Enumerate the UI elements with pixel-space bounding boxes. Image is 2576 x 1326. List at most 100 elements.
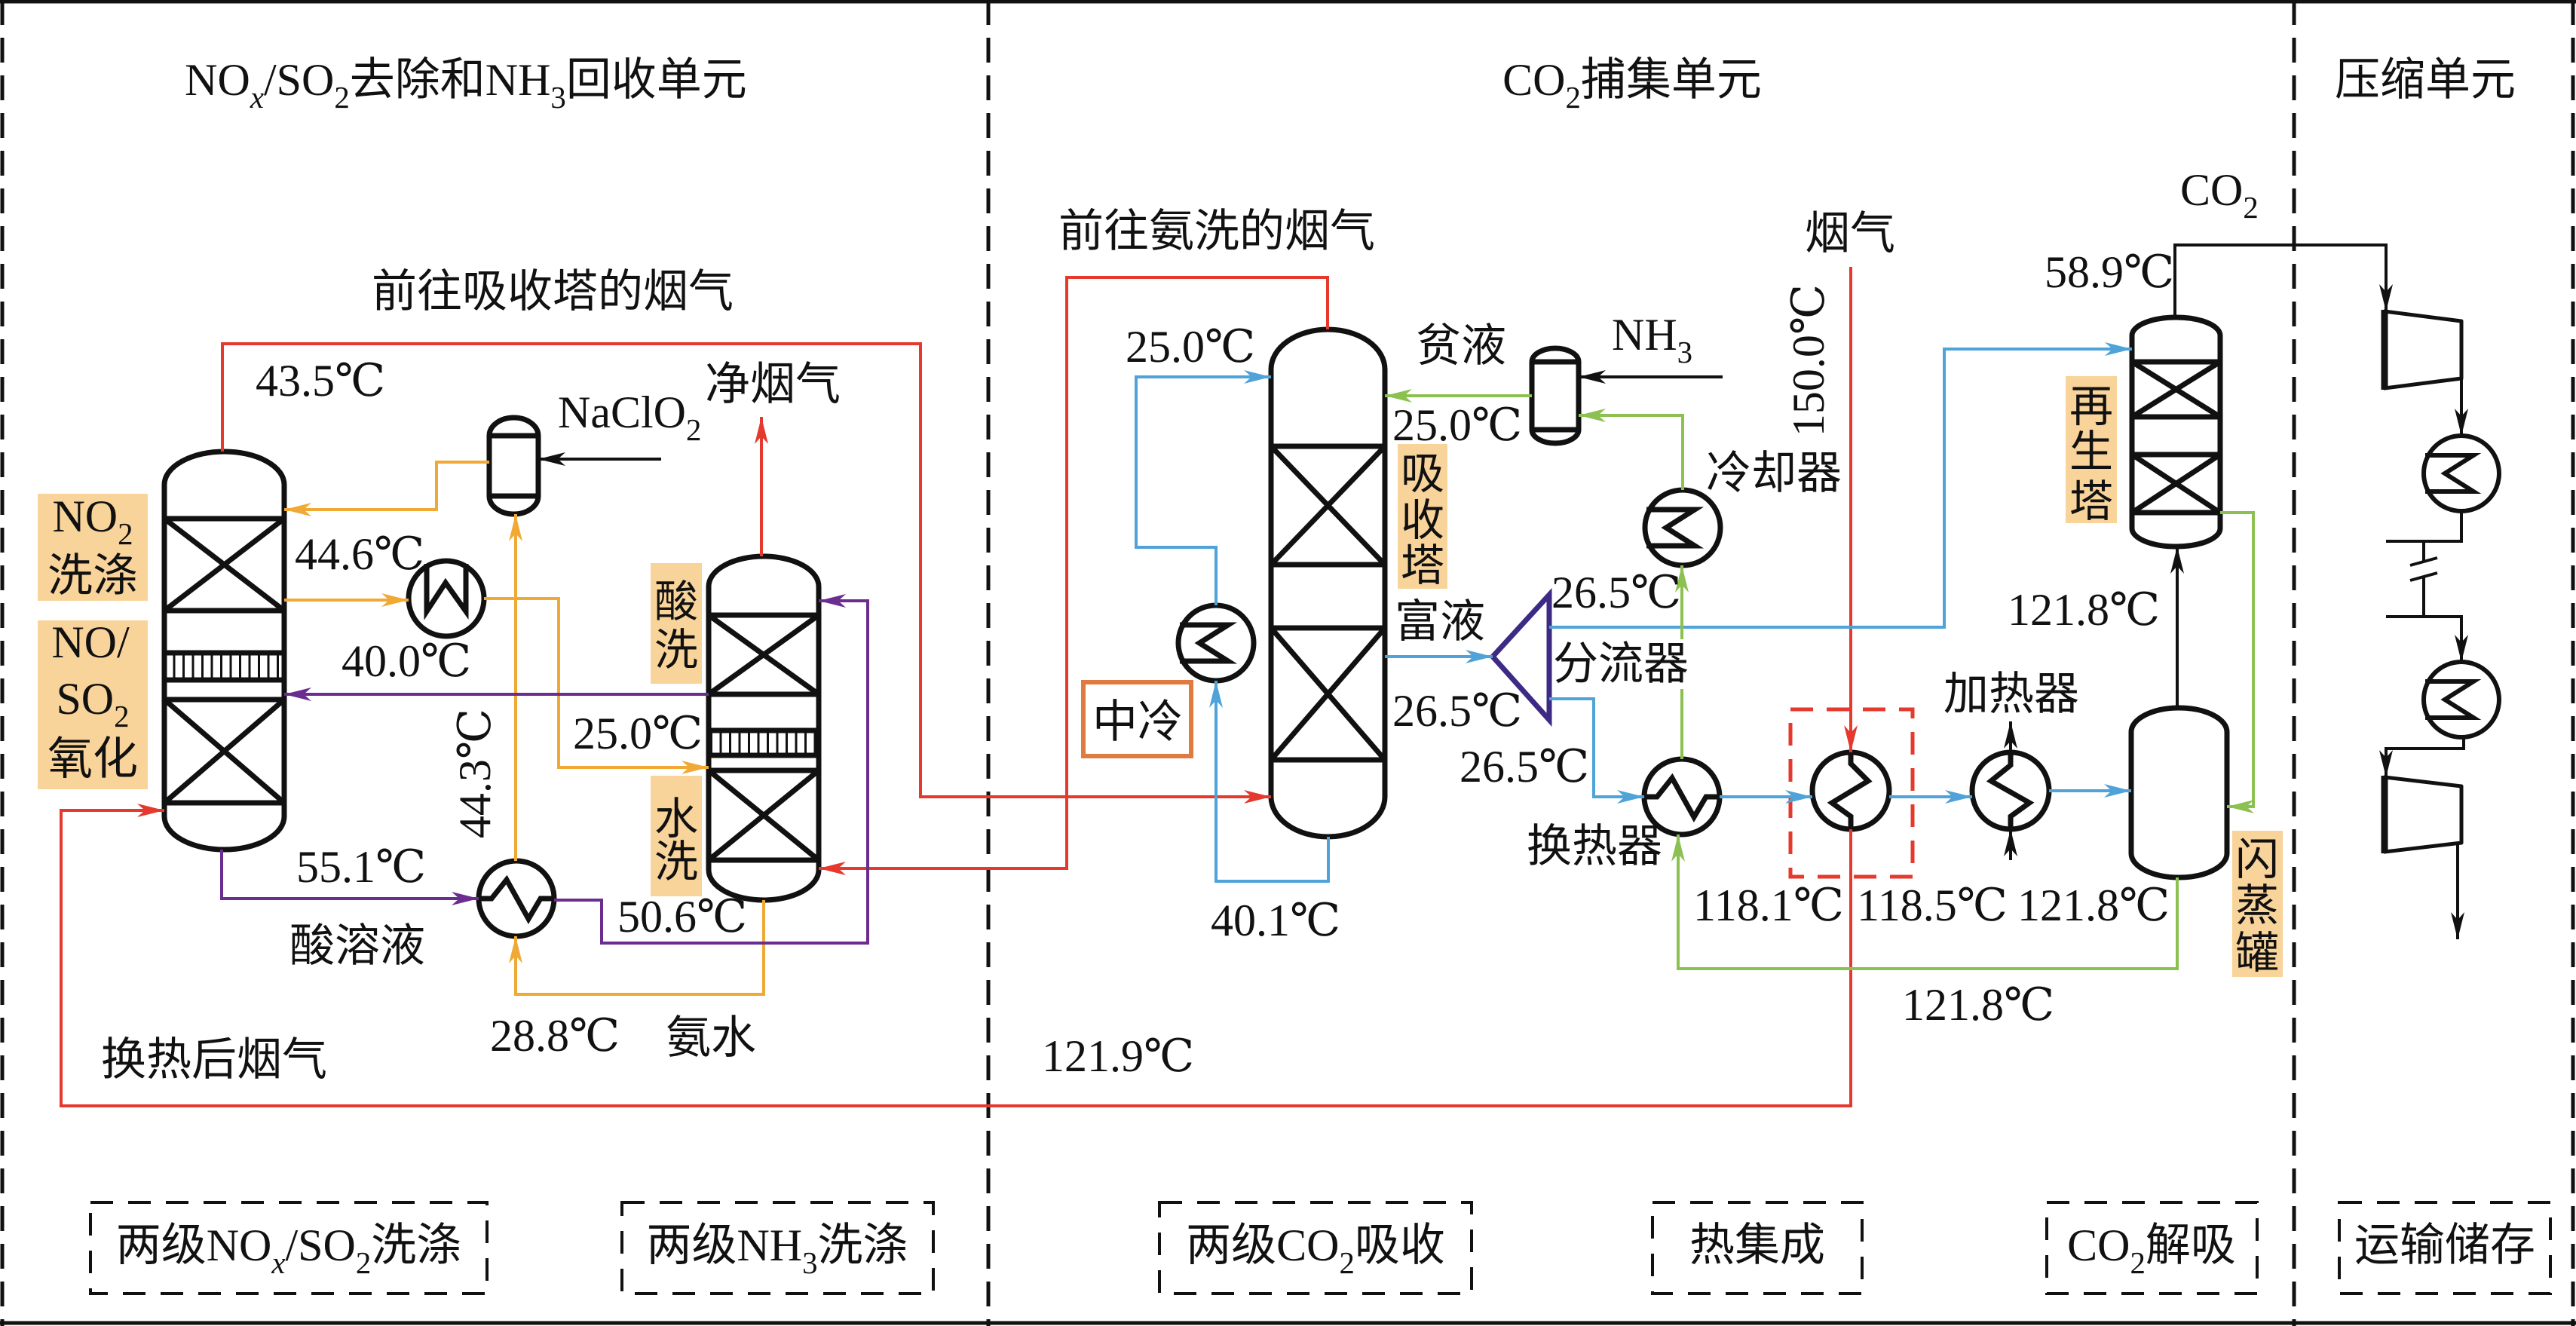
packing-beds bbox=[1269, 443, 1387, 763]
nh3-wash-column bbox=[706, 553, 822, 903]
heater-label: 加热器 bbox=[1943, 669, 2079, 719]
intercooling-return-line bbox=[1135, 370, 1271, 605]
flash-tank-label: 罐 bbox=[2235, 929, 2279, 978]
intercooler bbox=[1175, 602, 1257, 684]
heater bbox=[1969, 749, 2052, 832]
stage-boxes bbox=[89, 1201, 2552, 1295]
heater-coil-icon bbox=[1986, 752, 2035, 829]
line-break-icon bbox=[2409, 556, 2438, 582]
flash-tank bbox=[2128, 705, 2230, 880]
lean-solvent-to-nh3-drum-line bbox=[1579, 409, 1684, 490]
absorber-label: 收 bbox=[1401, 496, 1444, 545]
unit-title-co2-capture: CO2捕集单元 bbox=[1502, 55, 1762, 115]
cooler-coil-icon bbox=[1646, 507, 1705, 549]
splitter-label: 分流器 bbox=[1553, 639, 1689, 689]
clean-flue-gas-label: 净烟气 bbox=[705, 360, 841, 409]
flue-gas-heat-exchanger bbox=[1809, 749, 1892, 832]
temp-label: 150.0℃ bbox=[1784, 284, 1833, 436]
no-so2-oxidation-label: 氧化 bbox=[47, 734, 138, 784]
cooler-coil-icon bbox=[1180, 622, 1238, 664]
heat-exchanger-zigzag-icon bbox=[1644, 773, 1720, 823]
stage-label: 两级NH3洗涤 bbox=[646, 1220, 908, 1280]
splitter bbox=[1489, 587, 1552, 727]
naclo2-label: NaClO2 bbox=[558, 387, 701, 447]
cooler-coil-icon bbox=[2425, 453, 2482, 494]
lean-solvent-label: 贫液 bbox=[1416, 321, 1506, 371]
co2-product-line bbox=[2173, 243, 2393, 317]
temp-label: 26.5℃ bbox=[1551, 568, 1681, 617]
distributor-grid bbox=[164, 653, 284, 680]
cooled-liquid-to-nh3-wash-line bbox=[484, 597, 709, 774]
stage-label: 热集成 bbox=[1689, 1220, 1825, 1270]
acid-wash-label: 洗 bbox=[654, 626, 698, 675]
temp-label: 40.1℃ bbox=[1211, 896, 1340, 945]
lean-solvent-from-flash-tank-line bbox=[1671, 834, 2179, 970]
flue-gas-to-absorber-line bbox=[221, 342, 1271, 804]
equipment-labels: NO2 洗涤 NO/ SO2 氧化 酸 洗 水 洗 吸 收 塔 再 生 塔 闪 … bbox=[47, 382, 2279, 978]
temp-label: 26.5℃ bbox=[1460, 742, 1589, 792]
acid-wash-label: 酸 bbox=[654, 577, 698, 626]
nh3-makeup-drum bbox=[1529, 345, 1582, 446]
heat-exchanger-label: 换热器 bbox=[1527, 822, 1662, 871]
compressor-1 bbox=[2381, 309, 2464, 390]
intercooler-1-outlet-line bbox=[2386, 511, 2463, 543]
compressor-2 bbox=[2381, 775, 2464, 854]
heat-exchanger-zigzag-icon bbox=[479, 874, 554, 925]
temp-label: 25.0℃ bbox=[1126, 322, 1255, 372]
cooler-label: 冷却器 bbox=[1706, 449, 1842, 498]
temp-label: 121.9℃ bbox=[1042, 1031, 1194, 1081]
flash-tank-label: 闪 bbox=[2235, 835, 2279, 884]
flash-tank-label: 蒸 bbox=[2235, 881, 2279, 930]
temp-label: 25.0℃ bbox=[573, 709, 703, 758]
stage-labels: 两级NOx/SO2洗涤 两级NH3洗涤 两级CO2吸收 热集成 CO2解吸 运输… bbox=[116, 1220, 2535, 1280]
flue-gas-after-hx-label: 换热后烟气 bbox=[101, 1035, 327, 1085]
absorber-label: 吸 bbox=[1401, 449, 1444, 498]
lean-solvent-cooler bbox=[1642, 487, 1723, 568]
temp-label: 118.5℃ bbox=[1857, 880, 2008, 930]
water-wash-label-bg bbox=[651, 776, 702, 896]
unit-title-compression: 压缩单元 bbox=[2335, 55, 2516, 105]
ammonia-water-out-line bbox=[509, 900, 765, 996]
regenerator-label-bg bbox=[2066, 376, 2117, 523]
acid-wash-label-bg bbox=[651, 563, 702, 684]
stream-labels: 前往吸收塔的烟气 前往氨洗的烟气 净烟气 NaClO2 酸溶液 氨水 换热后烟气… bbox=[101, 165, 2259, 1085]
flue-gas-label: 烟气 bbox=[1805, 209, 1895, 259]
temp-label: 43.5℃ bbox=[256, 356, 385, 406]
naclo2-solution-feed-line bbox=[284, 461, 489, 516]
acid-solution-out-line bbox=[220, 850, 479, 905]
temp-label: 55.1℃ bbox=[296, 842, 426, 892]
stage-box-nox-so2-wash bbox=[89, 1201, 489, 1295]
co2-label: CO2 bbox=[2180, 165, 2259, 225]
rich-solvent-to-regenerator-line bbox=[1549, 342, 2132, 629]
temp-label: 121.8℃ bbox=[2008, 585, 2160, 635]
water-wash-label: 水 bbox=[654, 795, 698, 844]
flash-tank-label-bg bbox=[2232, 831, 2283, 977]
acid-solution-label: 酸溶液 bbox=[289, 921, 425, 971]
stage-label: 两级CO2吸收 bbox=[1186, 1220, 1445, 1280]
acid-ammonia-heat-exchanger bbox=[476, 858, 557, 939]
ammonia-water-label: 氨水 bbox=[666, 1013, 756, 1063]
water-wash-label: 洗 bbox=[654, 838, 698, 887]
temp-label: 28.8℃ bbox=[490, 1011, 620, 1061]
stage-label: 运输储存 bbox=[2354, 1220, 2535, 1270]
nox-so2-wash-column bbox=[161, 449, 287, 853]
packing-beds bbox=[706, 612, 821, 863]
nh3-label: NH3 bbox=[1612, 310, 1692, 369]
cooler-coil-icon bbox=[424, 564, 469, 620]
no-so2-oxidation-label: SO2 bbox=[56, 674, 129, 733]
regenerator-label: 再 bbox=[2069, 382, 2113, 431]
compression-intercooler-1 bbox=[2421, 433, 2501, 513]
absorber-label-bg bbox=[1398, 444, 1447, 589]
intercooler-2-inlet-line bbox=[2386, 615, 2468, 662]
stage-label: 两级NOx/SO2洗涤 bbox=[116, 1220, 462, 1280]
temp-label: 50.6℃ bbox=[617, 892, 747, 942]
temp-label: 118.1℃ bbox=[1693, 880, 1844, 930]
unit-title-nox-so2-nh3: NOx/SO2去除和NH3回收单元 bbox=[185, 55, 747, 115]
temp-label: 121.8℃ bbox=[1902, 980, 2054, 1030]
packing-beds bbox=[162, 516, 286, 806]
label-highlights bbox=[38, 376, 2283, 977]
distributor-grid bbox=[709, 730, 819, 755]
streams bbox=[60, 243, 2468, 1107]
equipment bbox=[161, 309, 2501, 939]
packing-beds bbox=[2130, 359, 2222, 516]
